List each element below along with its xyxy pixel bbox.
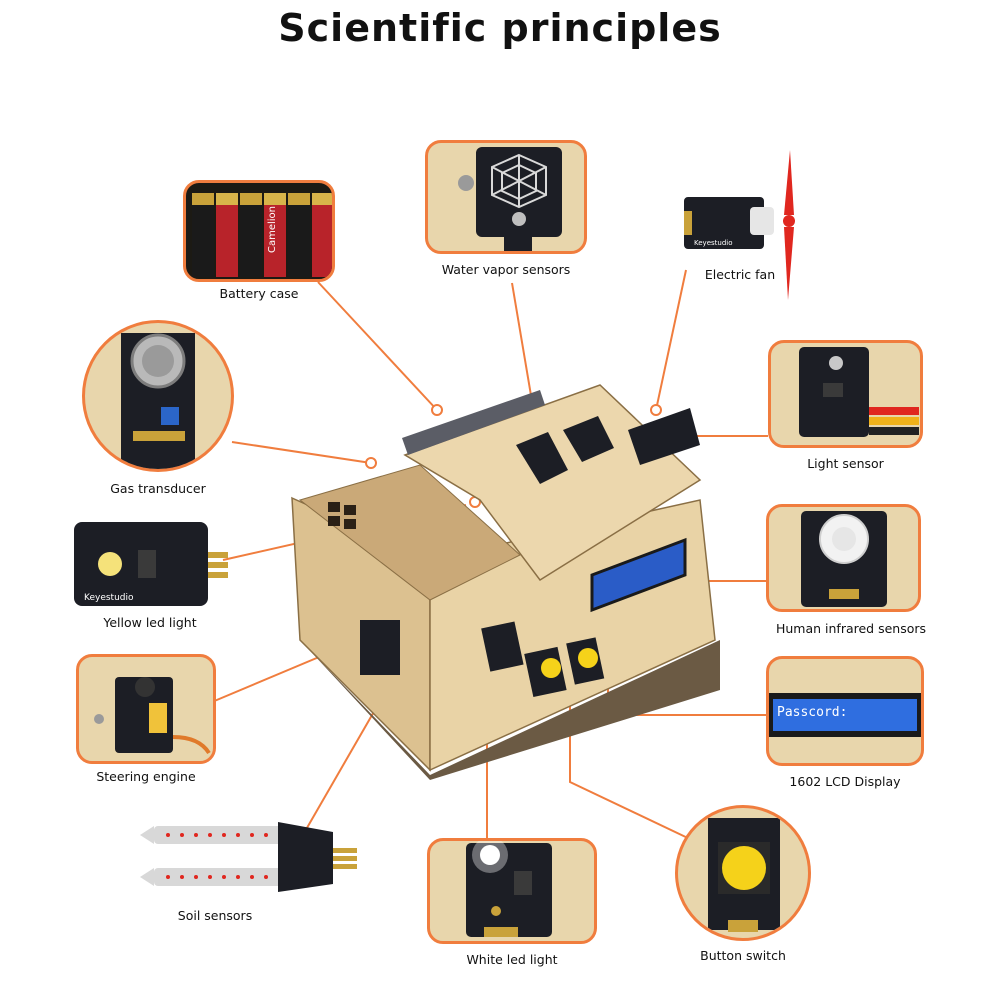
- steering-engine-image: [76, 654, 216, 764]
- lcd-display-text: Passcord:: [777, 705, 848, 720]
- label-battery-case: Battery case: [219, 286, 299, 301]
- battery-case-image: Camelion: [183, 180, 335, 282]
- yellow-led-image: Keyestudio: [70, 518, 230, 608]
- human-infrared-sensor-image: [766, 504, 921, 612]
- label-white-led-light: White led light: [466, 952, 558, 967]
- battery-brand: Camelion: [267, 206, 278, 253]
- gas-transducer-image: [82, 320, 234, 472]
- label-light-sensor: Light sensor: [807, 456, 884, 471]
- light-sensor-image: [768, 340, 923, 448]
- smart-home-model: [291, 384, 720, 780]
- water-vapor-sensor-image: [425, 140, 587, 254]
- button-switch-image: [675, 805, 811, 941]
- label-water-vapor-sensors: Water vapor sensors: [441, 262, 571, 277]
- label-steering-engine: Steering engine: [96, 769, 196, 784]
- yellow-led-board-brand: Keyestudio: [84, 593, 134, 603]
- label-human-infrared-sensors: Human infrared sensors: [775, 621, 927, 636]
- label-electric-fan: Electric fan: [704, 267, 776, 282]
- page-title: Scientific principles: [278, 6, 722, 50]
- label-button-switch: Button switch: [700, 948, 786, 963]
- electric-fan-image: Keyestudio: [680, 145, 810, 305]
- soil-sensor-image: [138, 820, 363, 900]
- fan-board-brand: Keyestudio: [694, 239, 733, 247]
- white-led-image: [427, 838, 597, 944]
- label-soil-sensors: Soil sensors: [177, 908, 253, 923]
- lcd-display-image: Passcord:: [766, 656, 924, 766]
- label-yellow-led-light: Yellow led light: [103, 615, 197, 630]
- label-gas-transducer: Gas transducer: [110, 481, 206, 496]
- label-lcd-display: 1602 LCD Display: [789, 774, 901, 789]
